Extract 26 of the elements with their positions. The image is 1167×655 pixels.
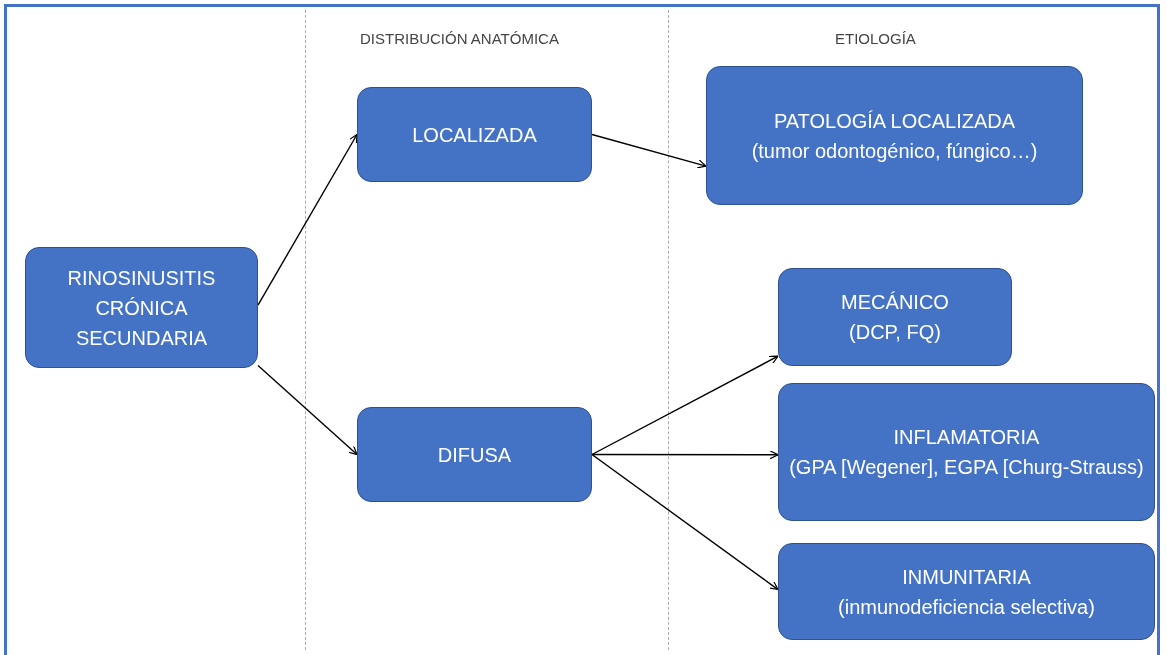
column-header: ETIOLOGÍA [835,30,916,47]
process-box [778,268,1012,366]
box-detail: (inmunodeficiencia selectiva) [838,594,1095,620]
process-box [25,247,258,368]
process-box [706,66,1083,205]
box-title: INMUNITARIA [902,564,1031,590]
process-box [778,383,1155,521]
process-box [778,543,1155,640]
box-title: RINOSINUSITIS CRÓNICA SECUNDARIA [66,265,217,351]
box-detail: (GPA [Wegener], EGPA [Churg-Strauss) [789,455,1144,480]
column-header: DISTRIBUCIÓN ANATÓMICA [360,30,559,47]
arrow [591,453,779,591]
arrow [591,450,779,460]
box-title: LOCALIZADA [412,122,537,148]
box-title: INFLAMATORIA [893,425,1040,450]
box-title: PATOLOGÍA LOCALIZADA [773,108,1016,134]
box-detail: (tumor odontogénico, fúngico…) [751,138,1038,164]
box-detail: (DCP, FQ) [849,320,941,345]
box-title: MECÁNICO [841,290,949,315]
process-box [357,87,592,182]
arrow [591,133,707,169]
arrow [257,364,358,456]
arrow [257,133,358,306]
arrow [591,355,779,456]
box-title: DIFUSA [437,442,512,468]
process-box [357,407,592,502]
